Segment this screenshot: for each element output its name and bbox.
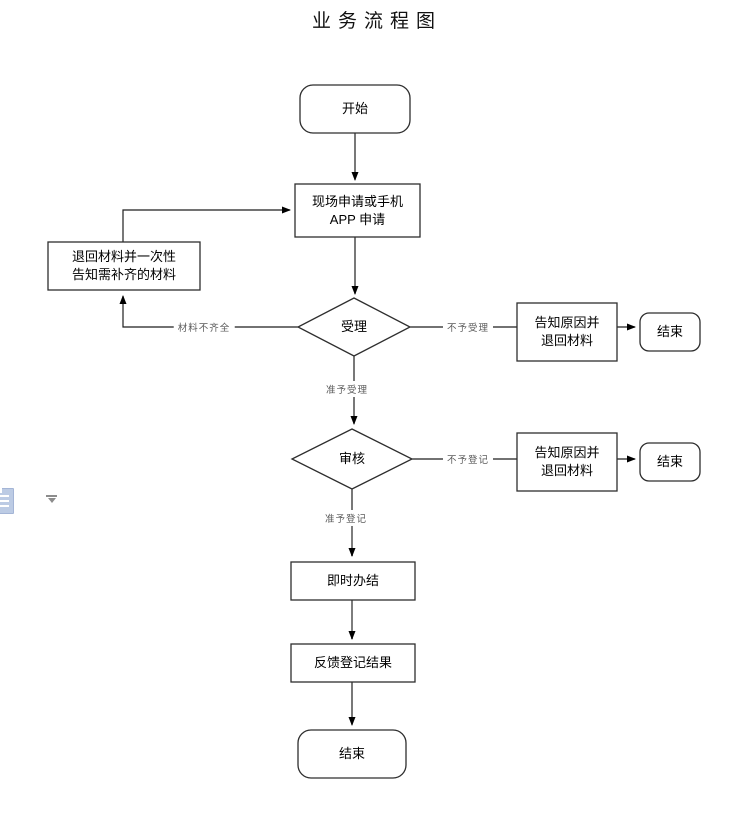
edge-label-not-registered: 不予登记 bbox=[442, 451, 494, 467]
edge-label-registered: 准予登记 bbox=[320, 510, 372, 526]
node-start-shape bbox=[299, 84, 411, 134]
node-notify1-shape bbox=[516, 302, 618, 362]
node-end3-shape bbox=[297, 729, 407, 779]
edge-accept-return bbox=[119, 295, 298, 328]
node-shapes bbox=[47, 84, 701, 779]
connector-lines bbox=[119, 133, 636, 726]
node-apply-shape bbox=[294, 183, 421, 238]
page-title: 业务流程图 bbox=[311, 11, 442, 32]
node-feedback-shape bbox=[290, 643, 416, 683]
clipboard-paste-icon[interactable] bbox=[0, 488, 14, 514]
edge-label-not-accepted: 不予受理 bbox=[442, 319, 494, 335]
node-accept-diamond bbox=[296, 297, 412, 357]
dropdown-triangle bbox=[47, 498, 56, 503]
edge-return-apply bbox=[122, 206, 291, 242]
node-end1-shape bbox=[639, 312, 701, 352]
node-review-diamond bbox=[290, 428, 414, 490]
edge-label-materials-incomplete: 材料不齐全 bbox=[173, 319, 235, 335]
node-notify2-shape bbox=[516, 432, 618, 492]
dropdown-bar bbox=[46, 495, 57, 497]
dropdown-arrow-icon[interactable] bbox=[46, 495, 57, 503]
node-instant-shape bbox=[290, 561, 416, 601]
node-end2-shape bbox=[639, 442, 701, 482]
edge-label-accepted: 准予受理 bbox=[321, 381, 373, 397]
node-return-materials-shape bbox=[47, 241, 201, 291]
